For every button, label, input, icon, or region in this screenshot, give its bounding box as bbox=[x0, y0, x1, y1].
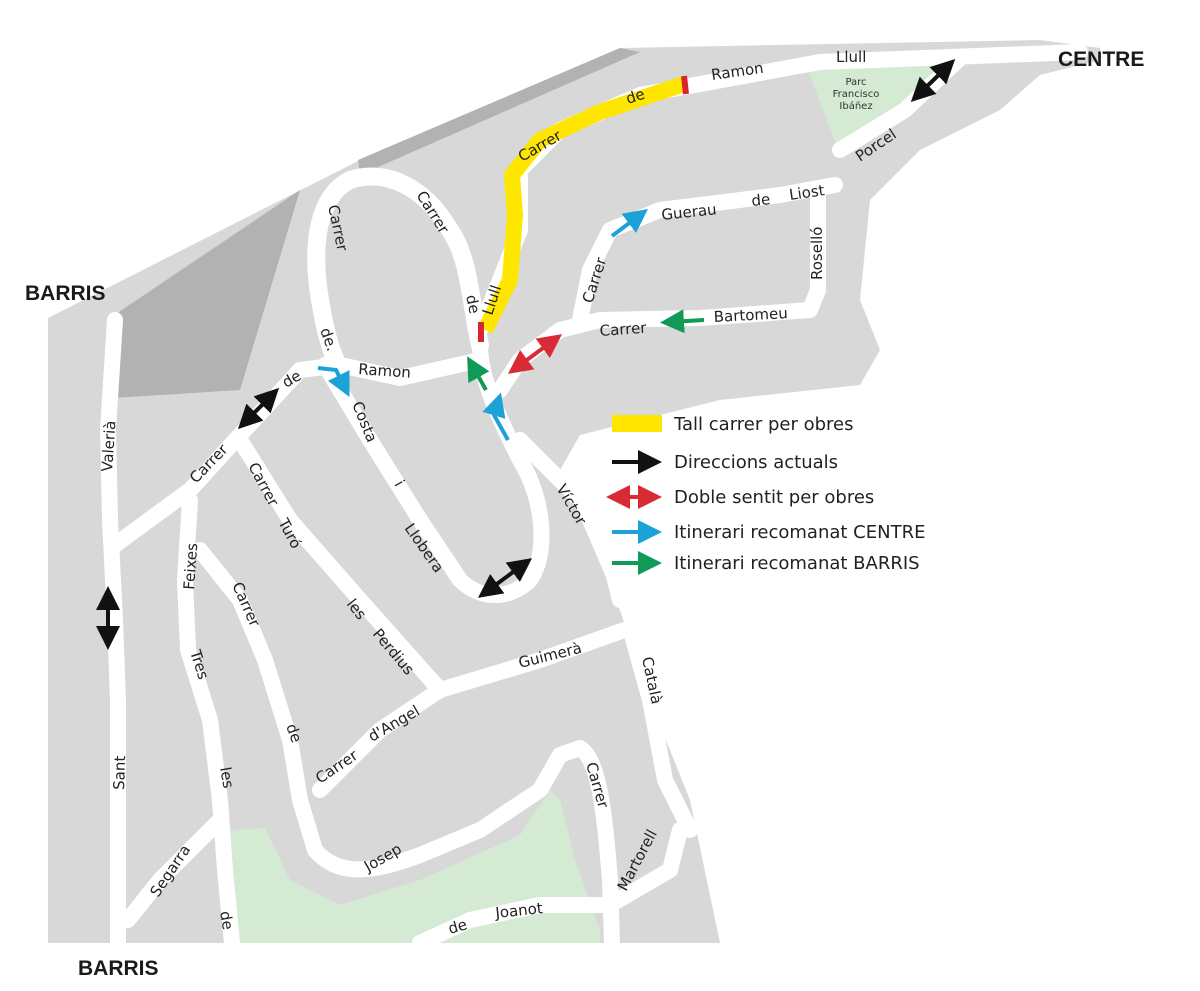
street-de-segarra: de bbox=[216, 910, 237, 932]
street-de-joanot: de bbox=[446, 915, 469, 937]
cut-marker-north bbox=[681, 75, 689, 95]
park-label-3: Ibáñez bbox=[839, 100, 872, 112]
street-sant: Sant bbox=[110, 755, 129, 790]
street-de-loop: de bbox=[462, 293, 484, 315]
street-de-guerau: de bbox=[751, 190, 772, 210]
legend-label-current: Direccions actuals bbox=[674, 452, 838, 473]
street-joanot: Joanot bbox=[494, 899, 544, 922]
street-carrer-bartomeu: Carrer bbox=[599, 319, 648, 340]
street-ramon-mid: Ramon bbox=[358, 360, 412, 382]
black-arrow-porcel bbox=[910, 59, 956, 102]
street-les-segarra: les bbox=[216, 766, 237, 790]
park-label-1: Parc bbox=[845, 77, 866, 88]
street-llull-top: Llull bbox=[836, 48, 866, 66]
green-arrow-bartomeu bbox=[660, 309, 705, 334]
legend-label-twoway: Doble sentit per obres bbox=[674, 487, 874, 508]
street-rossello: Roselló bbox=[808, 227, 826, 280]
street-de-josep: de bbox=[282, 721, 305, 745]
legend-label-cut: Tall carrer per obres bbox=[673, 414, 854, 435]
dark-strip bbox=[358, 48, 640, 175]
blue-arrow-guerau bbox=[610, 209, 648, 238]
black-arrow-llobera bbox=[477, 558, 533, 598]
blue-arrow-victor bbox=[482, 392, 510, 441]
red-arrow-bartomeu bbox=[507, 334, 563, 374]
label-barris-bottom: BARRIS bbox=[78, 957, 159, 980]
street-bartomeu: Bartomeu bbox=[713, 304, 788, 326]
black-arrow-ramon-left bbox=[237, 387, 280, 430]
blue-arrow-ramon bbox=[317, 366, 350, 397]
street-de-yellow: de bbox=[624, 85, 647, 108]
park-label-2: Francisco bbox=[833, 89, 880, 100]
direction-arrows bbox=[96, 59, 956, 650]
legend-label-barris: Itinerari recomanat BARRIS bbox=[674, 553, 920, 574]
legend-swatch-cut bbox=[612, 415, 662, 432]
dark-block bbox=[110, 190, 300, 398]
closed-street-segment bbox=[477, 76, 687, 334]
street-feixes: Feixes bbox=[180, 542, 201, 590]
street-liost: Liost bbox=[788, 181, 826, 204]
label-centre: CENTRE bbox=[1058, 48, 1144, 71]
street-guerau: Guerau bbox=[661, 200, 718, 224]
green-arrow-loop bbox=[467, 356, 490, 391]
label-barris-top: BARRIS bbox=[25, 282, 106, 305]
legend-label-centre: Itinerari recomanat CENTRE bbox=[674, 522, 925, 543]
map-legend: Tall carrer per obres Direccions actuals… bbox=[606, 414, 925, 575]
street-valeria: Valerià bbox=[98, 420, 120, 472]
